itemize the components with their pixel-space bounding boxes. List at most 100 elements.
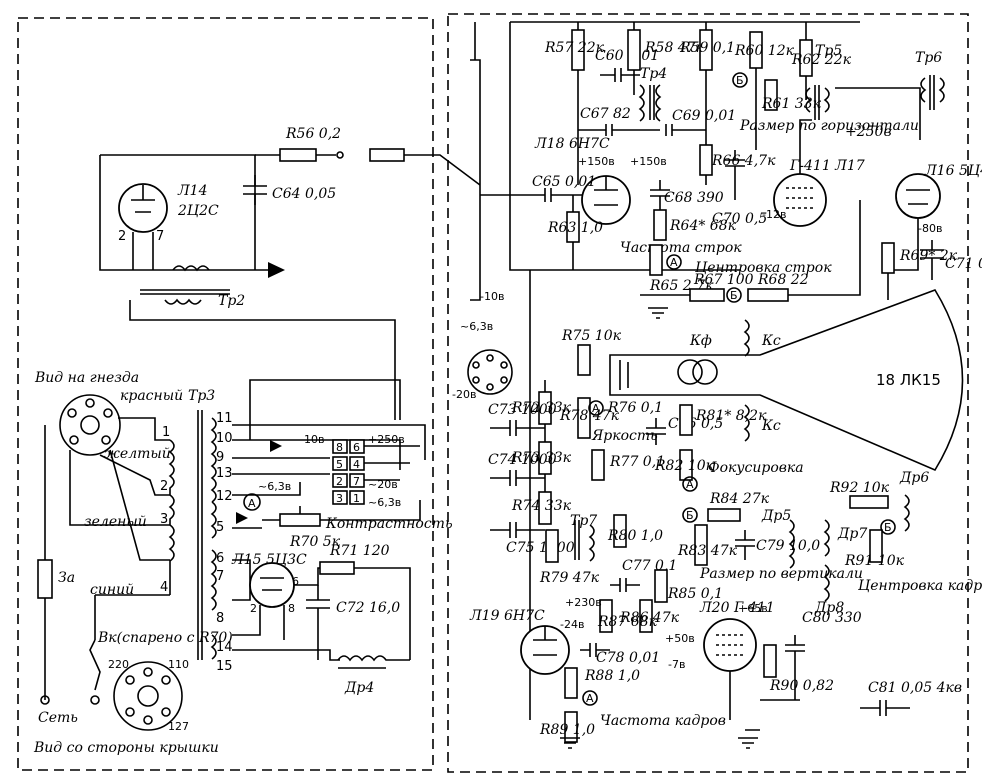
- freq-h-label: Частота строк: [620, 240, 742, 256]
- c60-label: C60 0,01: [595, 48, 659, 64]
- v50-label: +50в: [665, 632, 695, 645]
- plug-block: 8 6 5 4 2 7 3 1: [332, 439, 365, 505]
- kc-top-label: Кс: [761, 333, 781, 349]
- v65-label: +65в: [738, 602, 768, 615]
- meter-a-left-label: A: [248, 497, 256, 510]
- contrast-label: Контрастность: [325, 516, 453, 532]
- c81-label: C81 0,05 4кв: [868, 680, 962, 696]
- tr3-w6: 6: [216, 551, 224, 566]
- r77-label: R77 0,1: [609, 454, 665, 470]
- r59-label: R59 0,1: [679, 40, 735, 56]
- r84-label: R84 27к: [709, 491, 770, 507]
- crt-label: 18 ЛК15: [876, 371, 941, 389]
- v-minus10-r: -10в: [480, 290, 504, 303]
- tube-l15: [249, 562, 295, 608]
- v150-a: +150в: [578, 155, 615, 168]
- v-minus10: -10в: [300, 433, 324, 446]
- r70-contrast: [279, 513, 321, 527]
- tr3-pin-1: 1: [162, 425, 170, 440]
- r68-label: R68 22: [757, 272, 809, 288]
- c80-label: C80 330: [802, 610, 862, 626]
- r69-label: R69* 2к: [899, 248, 958, 264]
- tube-l14-label: Л14: [177, 183, 208, 199]
- tr3-w5: 5: [216, 520, 224, 535]
- kf-label: Кф: [689, 333, 712, 349]
- plug-pin-4: 4: [353, 458, 360, 471]
- plug-pin-1: 1: [353, 492, 360, 505]
- mains-terminal-b: [90, 695, 100, 705]
- tube-l16: [895, 173, 941, 219]
- svg-text:A: A: [592, 402, 600, 415]
- tr3-w11: 11: [216, 411, 233, 426]
- svg-text:A: A: [670, 256, 678, 269]
- svg-text:Б: Б: [736, 74, 744, 87]
- dr7-label: Др7: [837, 526, 867, 542]
- c73-label: C73 1000: [488, 402, 557, 418]
- r75-label: R75 10к: [561, 328, 622, 344]
- r70-label: R70 5к: [289, 534, 341, 550]
- fuse: [37, 559, 53, 599]
- r91-label: R91 10к: [844, 553, 905, 569]
- tube-l14-pin-b: 7: [156, 229, 164, 244]
- tube-l15-pin-2: 2: [250, 602, 257, 615]
- r63-label: R63 1,0: [547, 220, 603, 236]
- tube-l15-label: Л15 5Ц3С: [231, 552, 307, 568]
- c75-label: C75 1000: [506, 540, 575, 556]
- tr2-label: Тр2: [218, 293, 245, 309]
- v-ac63-a: ~6,3в: [258, 480, 291, 493]
- c79-label: C79 10,0: [756, 538, 820, 554]
- r82-label: R82 10к: [654, 458, 715, 474]
- r71-label: R71 120: [329, 543, 390, 559]
- wire-red-label: красный: [120, 388, 183, 404]
- v-ac63-b: ~6,3в: [368, 496, 401, 509]
- tr3-w13: 13: [216, 466, 233, 481]
- center-h-label: Центровка строк: [695, 260, 832, 276]
- v-minus24: -24в: [560, 618, 584, 631]
- v-minus20-r: -20в: [452, 388, 476, 401]
- tube-l14: [118, 183, 168, 233]
- r60-label: R60 12к: [734, 43, 795, 59]
- v-minus80: -80в: [918, 222, 942, 235]
- ground-symbol: [268, 262, 285, 278]
- r80-label: R80 1,0: [607, 528, 663, 544]
- freq-v-label: Частота кадров: [600, 713, 726, 729]
- svg-text:Б: Б: [884, 521, 892, 534]
- r90-label: R90 0,82: [769, 678, 834, 694]
- r79-label: R79 47к: [539, 570, 600, 586]
- left-frame: [17, 17, 434, 771]
- r86-label: R86 47к: [619, 610, 680, 626]
- tr3-w14: 14: [216, 640, 233, 655]
- r61-label: R61 33к: [761, 96, 822, 112]
- v250-label: +250в: [845, 124, 892, 140]
- tube-l14-pin-a: 2: [118, 229, 126, 244]
- r64-label: R64* 68к: [669, 218, 737, 234]
- v-plus250: +250в: [368, 433, 405, 446]
- dr4-label: Др4: [344, 680, 374, 696]
- tr3-pin-3: 3: [160, 512, 168, 527]
- kc-bottom-label: Кс: [761, 418, 781, 434]
- r76-label: R76 0,1: [607, 400, 663, 416]
- r57-label: R57 22к: [544, 40, 605, 56]
- tube-l20-label: Л20 Г-411: [699, 600, 775, 616]
- cover-view-label: Вид со стороны крышки: [33, 740, 219, 756]
- plug-pin-5: 5: [336, 458, 343, 471]
- socket-view-label: Вид на гнезда: [34, 370, 139, 386]
- tube-l17-label: Г-411 Л17: [789, 158, 865, 174]
- tube-socket: [467, 349, 513, 395]
- c72-label: C72 16,0: [336, 600, 400, 616]
- r72-label: R72 33к: [511, 400, 572, 416]
- dr6-label: Др6: [899, 470, 929, 486]
- c70-label: C70 0,5: [712, 211, 767, 227]
- c74-label: C74 1000: [488, 452, 557, 468]
- v-minus7: -7в: [668, 658, 685, 671]
- tube-l15-pin-6: 6: [292, 575, 299, 588]
- c65-label: C65 0,01: [532, 174, 596, 190]
- tr3-w7: 7: [216, 569, 224, 584]
- tube-l16-label: Л16 5Ц4С: [924, 163, 982, 179]
- c69-label: C69 0,01: [672, 108, 736, 124]
- c68-label: C68 390: [664, 190, 724, 206]
- v-minus12: -12в: [762, 208, 786, 221]
- c77-label: C77 0,1: [622, 558, 677, 574]
- r85-label: R85 0,1: [667, 586, 723, 602]
